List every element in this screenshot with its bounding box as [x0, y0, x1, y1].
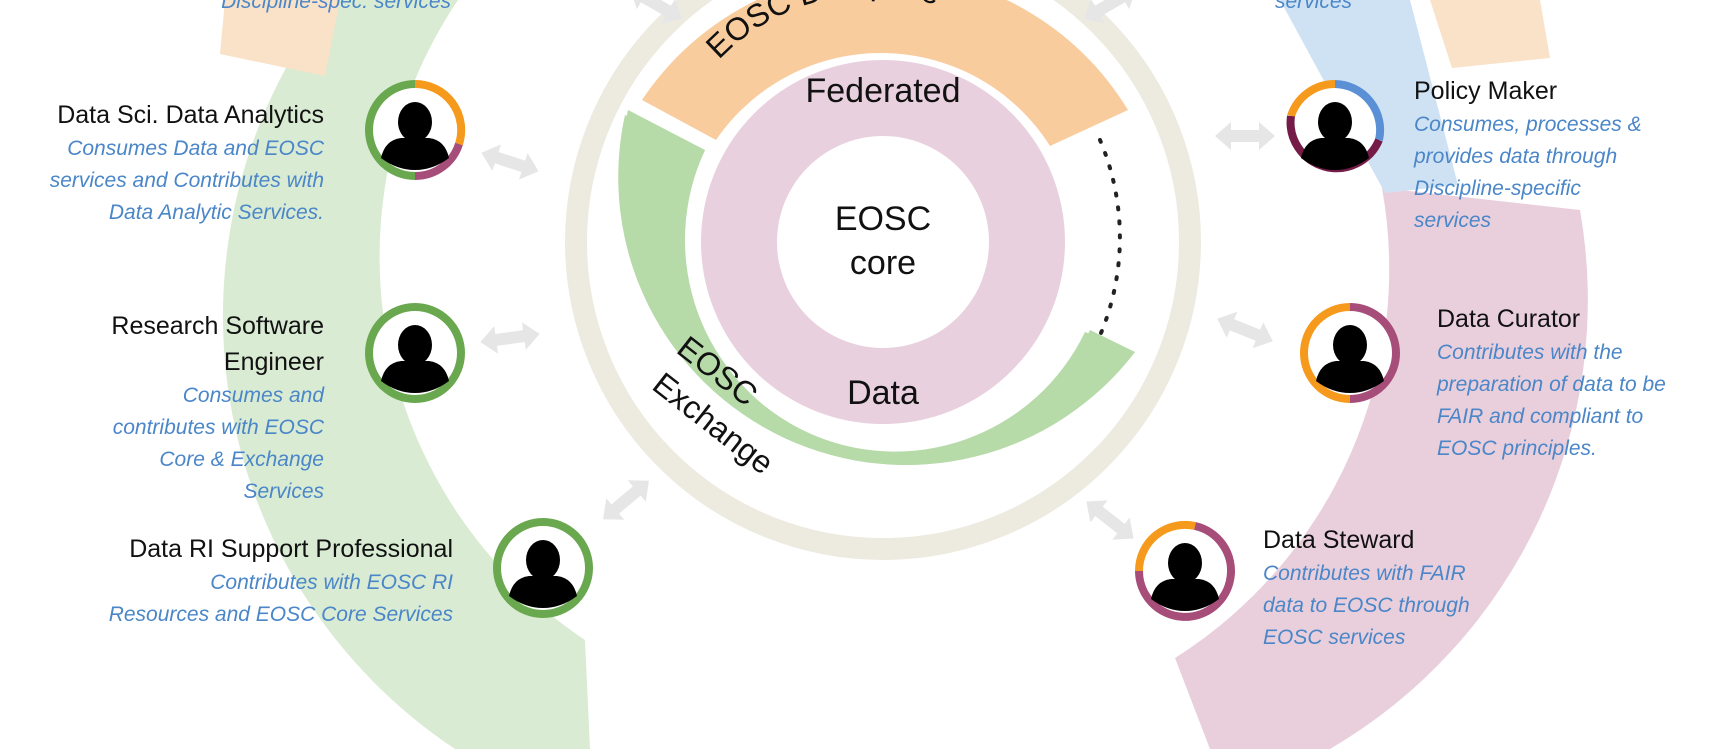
user-icon [509, 540, 577, 608]
role-data-sci: Data Sci. Data Analytics Consumes Data a… [0, 97, 324, 229]
role-description-line: services [1414, 209, 1492, 232]
role-description-line: EOSC services [1263, 626, 1406, 649]
role-description-line: Contributes with EOSC RI [210, 571, 453, 594]
role-name: Engineer [223, 348, 324, 376]
user-icon [381, 325, 449, 393]
user-icon [1301, 102, 1369, 170]
role-rse: Research Software Engineer Consumes and … [44, 308, 324, 508]
orange-band-top-right [1430, 0, 1550, 68]
green-band [222, 0, 590, 749]
role-description-line: data to EOSC through [1263, 594, 1470, 617]
double-arrow-icon [481, 144, 539, 180]
role-description-line: EOSC principles. [1437, 437, 1597, 460]
orange-band-top-left [220, 0, 340, 76]
role-description-line: Consumes, processes & [1414, 113, 1642, 136]
role-name: Data Curator [1437, 305, 1581, 333]
double-arrow-icon [1084, 0, 1136, 24]
core-circle [777, 136, 989, 348]
user-icon [1151, 543, 1219, 611]
double-arrow-icon [1217, 311, 1273, 349]
role-description-line: Consumes Data and EOSC [67, 137, 324, 160]
role-description-line: Core & Exchange [159, 448, 324, 471]
avatar-data-sci [365, 79, 466, 181]
role-description-line: Contributes with the [1437, 341, 1623, 364]
double-arrow-icon [480, 322, 540, 354]
discipline-segment [642, 0, 1128, 146]
role-description-line: Contributes with FAIR [1263, 562, 1466, 585]
role-description-line: FAIR and compliant to [1437, 405, 1644, 428]
double-arrow-icon [1086, 500, 1134, 540]
federated-label: Federated [806, 72, 961, 110]
pink-band [1175, 188, 1588, 749]
double-arrow-icon [630, 0, 682, 24]
role-description-line: Data Analytic Services. [108, 201, 324, 224]
role-description-line: provides data through [1414, 145, 1618, 168]
avatar-policy [1286, 79, 1385, 176]
role-name: Data Sci. Data Analytics [57, 101, 324, 129]
role-policy: Policy Maker Consumes, processes & provi… [1414, 73, 1704, 237]
avatar-curator [1300, 303, 1400, 403]
avatar-data-ri [493, 518, 593, 618]
core-label-line1: EOSC [835, 200, 931, 238]
role-description-line: preparation of data to be [1437, 373, 1666, 396]
role-description-line: Services [243, 480, 324, 503]
role-description-line: contributes with EOSC [112, 416, 324, 439]
role-description-line: Discipline-specific [1414, 177, 1581, 200]
outer-ring [565, 0, 1201, 560]
role-name: Policy Maker [1414, 77, 1558, 105]
data-label: Data [847, 374, 919, 412]
user-icon [1316, 325, 1384, 393]
top-left-partial-text: Discipline-spec. services [221, 0, 451, 13]
role-description-line: Resources and EOSC Core Services [108, 603, 453, 626]
double-arrow-icon [1215, 122, 1275, 150]
role-name: Research Software [111, 312, 324, 340]
user-icon [381, 102, 449, 170]
exchange-segment-fill [618, 115, 1135, 466]
top-right-partial-text: services [1275, 0, 1353, 13]
role-steward: Data Steward Contributes with FAIR data … [1263, 522, 1543, 654]
core-label-line2: core [850, 244, 916, 282]
double-arrow-icon [603, 480, 649, 520]
role-description-line: Consumes and [182, 384, 324, 407]
role-data-ri: Data RI Support Professional Contributes… [53, 531, 453, 631]
role-description-line: services and Contributes with [49, 169, 324, 192]
role-name: Data Steward [1263, 526, 1415, 554]
role-name: Data RI Support Professional [129, 535, 453, 563]
avatar-steward [1134, 520, 1235, 621]
avatar-rse [365, 303, 465, 403]
role-curator: Data Curator Contributes with the prepar… [1437, 301, 1709, 465]
